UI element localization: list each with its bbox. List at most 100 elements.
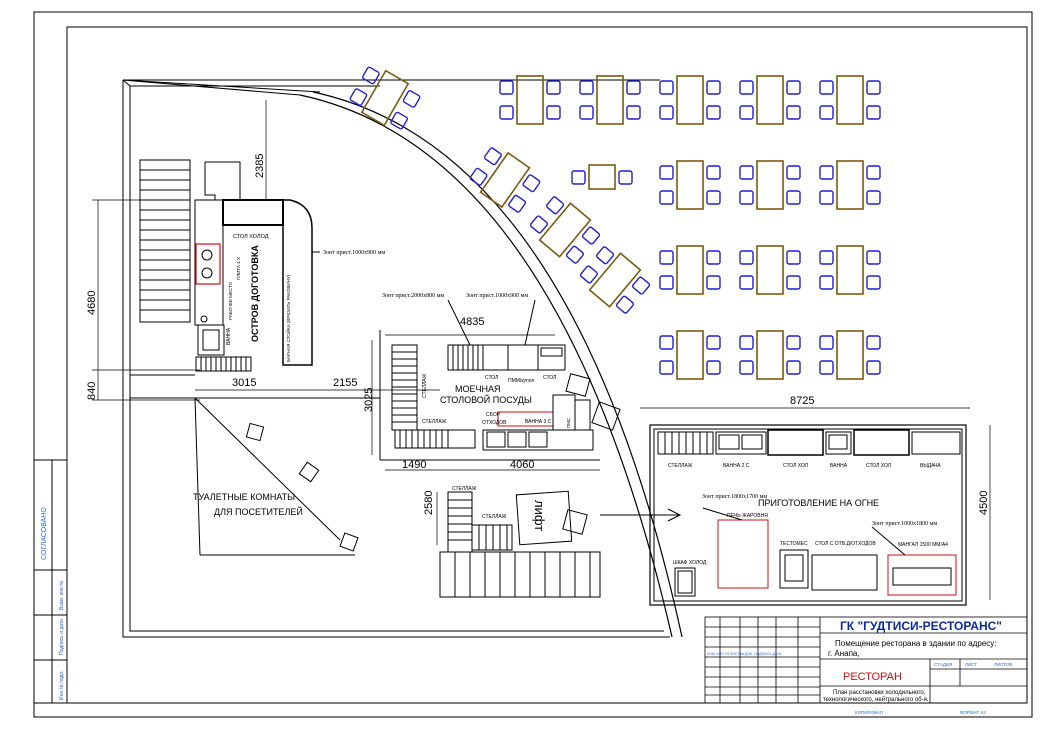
label-vanna-left: ВАННА <box>226 327 232 345</box>
title-plan1: План расстановки холодильного, <box>833 690 926 696</box>
label-pmm: ПММ/купол <box>508 378 534 384</box>
label-toilets-1: ТУАЛЕТНЫЕ КОМНАТЫ <box>193 492 295 502</box>
chair <box>469 167 488 186</box>
label-zont2: Зонт прист.2000х800 мм <box>382 293 444 299</box>
chair <box>739 250 754 265</box>
chair <box>706 360 721 375</box>
dining-table <box>588 164 616 190</box>
label-vydacha: ВЫДАЧА <box>920 463 941 469</box>
dim-2580: 2580 <box>423 491 435 515</box>
dim-4500: 4500 <box>978 491 990 515</box>
chair <box>866 335 881 350</box>
dining-table-group <box>529 196 601 264</box>
label-ostrov: ОСТРОВ ДОГОТОВКА <box>250 245 260 342</box>
title-listov: ЛИСТОВ <box>994 662 1012 667</box>
chair <box>618 170 633 185</box>
dining-table <box>836 245 864 295</box>
dining-table-group <box>739 75 801 125</box>
label-pms: ПМС <box>566 417 571 428</box>
chair <box>659 250 674 265</box>
chair <box>659 80 674 95</box>
stamp-soglasovano: СОГЛАСОВАНО <box>41 507 48 560</box>
dim-4680: 4680 <box>86 291 98 315</box>
label-stellazh-m2: СТЕЛЛАЖ <box>422 419 447 425</box>
title-address1: Помещение ресторана в здании по адресу: <box>835 639 996 648</box>
dining-table <box>676 330 704 380</box>
chair <box>631 276 651 295</box>
chair <box>866 250 881 265</box>
label-mangal: МАНГАЛ 1500 ММ/А4 <box>898 542 948 548</box>
chair <box>819 190 834 205</box>
dining-table <box>756 245 784 295</box>
dining-table-group <box>659 75 721 125</box>
title-stadiya: СТАДИЯ <box>934 662 952 667</box>
chair <box>402 90 421 108</box>
dining-table-group <box>499 75 561 125</box>
dim-3015: 3015 <box>232 377 256 389</box>
title-list: ЛИСТ <box>965 662 977 667</box>
chair <box>659 165 674 180</box>
chair <box>786 275 801 290</box>
label-shkaf: ШКАФ ХОЛОД <box>673 560 707 566</box>
dining-table-group <box>739 160 801 210</box>
chair <box>626 105 641 120</box>
chair <box>866 165 881 180</box>
dining-table-group <box>739 330 801 380</box>
dining-table-group <box>819 330 881 380</box>
label-zont4: Зонт прист.1800х1700 мм <box>702 494 767 500</box>
label-testomes: ТЕСТОМЕС <box>780 541 808 547</box>
dining-table <box>538 202 592 258</box>
chair <box>522 174 541 193</box>
dim-2385: 2385 <box>254 154 266 178</box>
chair <box>579 265 599 284</box>
label-moechnaya-2: СТОЛОВОЙ ПОСУДЫ <box>440 394 532 405</box>
label-stol-hol2: СТОЛ ХОЛ <box>866 463 891 469</box>
label-moechnaya-1: МОЕЧНАЯ <box>455 384 501 394</box>
stamp-inv: Инв.№ подл. <box>59 670 65 700</box>
chair <box>819 335 834 350</box>
dining-table <box>676 75 704 125</box>
chair <box>659 360 674 375</box>
chair <box>739 80 754 95</box>
chair <box>786 165 801 180</box>
chair <box>866 275 881 290</box>
sheet-outer-frame <box>33 11 1033 718</box>
label-vanna3: ВАННА 3 С <box>525 419 552 425</box>
chair <box>706 335 721 350</box>
dining-table-group <box>659 330 721 380</box>
chair <box>739 335 754 350</box>
label-stol-hol: СТОЛ ХОЛ <box>783 463 808 469</box>
dining-table <box>836 330 864 380</box>
dining-table-group <box>349 66 421 130</box>
dining-table <box>360 69 410 127</box>
label-stellazh-b1: СТЕЛЛАЖ <box>452 486 477 492</box>
dining-table <box>836 75 864 125</box>
chair <box>786 105 801 120</box>
chair <box>706 105 721 120</box>
dining-table <box>756 160 784 210</box>
sheet-inner-frame <box>66 26 1028 704</box>
label-vanna-k: ВАННА <box>830 463 848 469</box>
label-stellazh-m: СТЕЛЛАЖ <box>422 373 428 398</box>
lower-stairs <box>439 490 682 598</box>
dim-4060: 4060 <box>510 459 534 471</box>
dim-1490: 1490 <box>402 459 426 471</box>
dim-3025: 3025 <box>363 388 375 412</box>
title-row-headers: ИЗМ. КОЛ.УЧ ЛИСТ № ДОК. ПОДПИСЬ ДАТА <box>707 652 782 656</box>
label-othodov: ОТХОДОВ <box>482 420 507 426</box>
label-zont3: Зонт прист.1000х900 мм <box>466 293 528 299</box>
chair <box>390 111 408 130</box>
toilet-fixtures <box>245 422 359 552</box>
staircase-left <box>139 159 191 323</box>
label-vanna2: ВАННА 2 С <box>723 463 750 469</box>
zont-leaders <box>447 299 536 346</box>
title-restaurant: РЕСТОРАН <box>843 671 902 683</box>
dining-table-group <box>579 75 641 125</box>
chair <box>819 275 834 290</box>
chair <box>362 66 380 85</box>
hot-kitchen-equipment <box>657 429 961 597</box>
dim-4835: 4835 <box>460 316 484 328</box>
chair <box>819 250 834 265</box>
chair <box>819 105 834 120</box>
